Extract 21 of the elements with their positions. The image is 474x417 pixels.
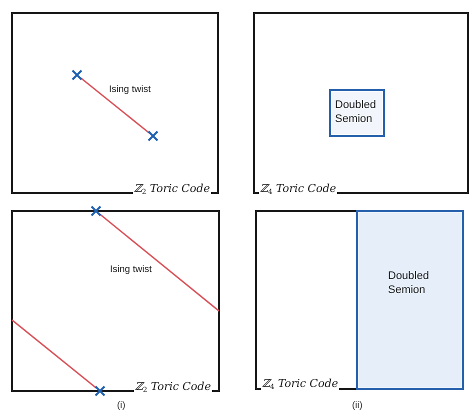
cross-mark [147,130,159,142]
panel-frame [255,210,464,390]
twist-line [99,214,220,312]
panel-caption: (i) [117,400,126,411]
panel-caption: (ii) [352,400,363,411]
phase-label: Doubled Semion [335,99,377,127]
shaded-region [356,210,464,390]
edge-label: Ising twist [109,264,153,275]
cross-mark [94,385,106,397]
phase-label: Doubled Semion [388,270,430,298]
cross-mark [90,205,102,217]
panel-title: ℤ$_{2}$ Toric Code [132,182,211,195]
phase-box [329,89,385,137]
twist-line [80,78,150,134]
panel-frame [253,12,469,194]
edge-label: Ising twist [108,84,152,95]
panel-title: ℤ$_{4}$ Toric Code [259,182,338,195]
twist-line [12,319,97,388]
cross-mark [71,69,83,81]
panel-title: ℤ$_{2}$ Toric Code [134,380,212,393]
panel-title: ℤ$_{4}$ Toric Code [261,377,340,390]
